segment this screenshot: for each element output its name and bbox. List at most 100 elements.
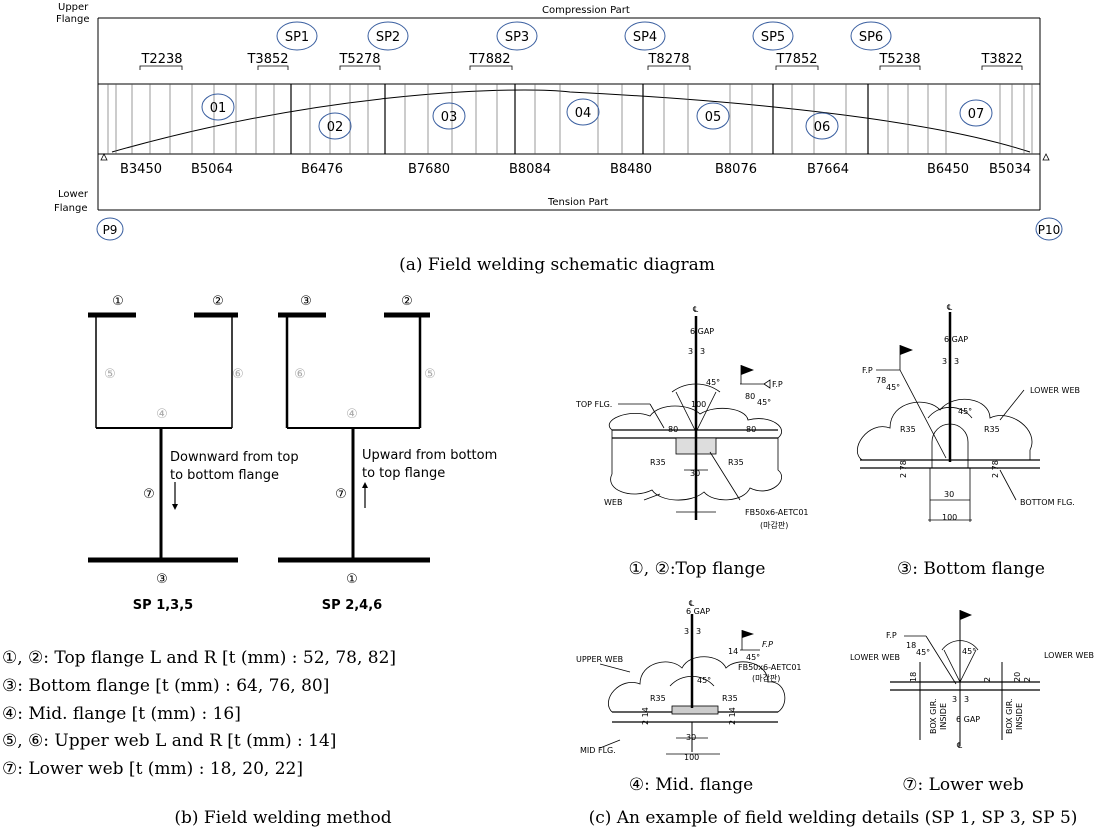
part-label: LOWER WEB — [1030, 386, 1080, 395]
splice-label: SP6 — [859, 30, 883, 45]
dim-text: R35 — [984, 425, 1000, 434]
part-marker: ③ — [300, 294, 312, 309]
part-marker: ⑤ — [424, 367, 436, 382]
splice-label: SP2 — [376, 30, 400, 45]
pier-label: P9 — [103, 223, 118, 237]
splice-label: SP5 — [761, 30, 785, 45]
dim-text: 80 — [745, 392, 755, 401]
dim-text: 2 14 — [728, 707, 737, 725]
dim-text: 3 — [684, 627, 689, 636]
upper-flange-label-1: Upper — [58, 2, 89, 13]
upper-flange-label-2: Flange — [56, 14, 90, 25]
caption-b: (b) Field welding method — [174, 808, 391, 828]
part-label: FB50x6-AETC01 — [738, 663, 802, 672]
part-label: BOX GIR. — [929, 698, 938, 734]
pier-label: P10 — [1038, 223, 1061, 237]
detail-caption: ④: Mid. flange — [629, 775, 753, 795]
legend-item: ④: Mid. flange [t (mm) : 16] — [2, 704, 241, 724]
segment-label: 07 — [968, 107, 985, 122]
dim-text: 80 — [668, 425, 678, 434]
part-label: BOTTOM FLG. — [1020, 498, 1075, 507]
dim-text: 45° — [916, 648, 930, 657]
dim-text: 30 — [690, 469, 700, 478]
dim-text: 45° — [886, 383, 900, 392]
splice-label: SP1 — [285, 30, 309, 45]
dim-text: 2 14 — [641, 707, 650, 725]
dim-text: 6 GAP — [686, 607, 710, 616]
centerline-mark: ℄ — [693, 305, 699, 314]
detail-top-flange — [609, 316, 783, 520]
bottom-thickness-label: B6476 — [301, 162, 343, 177]
welding-method-left: ① ② ⑤ ⑥ ④ ⑦ ③ SP 1,3,5 Downward from top… — [88, 294, 299, 613]
dim-text: R35 — [900, 425, 916, 434]
part-label: (마감판) — [752, 673, 780, 683]
part-label: TOP FLG. — [575, 400, 612, 409]
dim-text: 2 — [983, 677, 992, 682]
dim-text: 6 GAP — [956, 715, 980, 724]
fp-text: F.P — [772, 380, 783, 389]
dim-text: R35 — [650, 458, 666, 467]
top-thickness-label: T8278 — [647, 52, 689, 67]
dim-text: 18 — [906, 641, 916, 650]
sp-group-label: SP 1,3,5 — [133, 598, 193, 613]
bottom-thickness-label: B8076 — [715, 162, 757, 177]
part-label: LOWER WEB — [1044, 651, 1094, 660]
dim-text: 20 — [1013, 672, 1022, 682]
dim-text: 30 — [944, 490, 954, 499]
dim-text: 78 — [876, 376, 886, 385]
detail-caption: ⑦: Lower web — [902, 775, 1024, 795]
compression-label: Compression Part — [542, 5, 630, 16]
top-thickness-label: T3822 — [980, 52, 1022, 67]
part-label: INSIDE — [939, 703, 948, 730]
bottom-thickness-label: B7664 — [807, 162, 849, 177]
part-marker: ④ — [346, 407, 358, 422]
dim-text: 6 GAP — [690, 327, 714, 336]
dim-text: 45° — [958, 407, 972, 416]
legend-item: ③: Bottom flange [t (mm) : 64, 76, 80] — [2, 676, 329, 696]
part-marker: ⑥ — [294, 367, 306, 382]
part-label: BOX GIR. — [1005, 698, 1014, 734]
dim-text: 3 — [696, 627, 701, 636]
bottom-thickness-label: B5034 — [989, 162, 1031, 177]
segment-label: 01 — [210, 101, 227, 116]
lower-flange-label-2: Flange — [54, 203, 88, 214]
detail-bottom-flange — [856, 312, 1040, 522]
direction-text: Downward from top — [170, 450, 299, 465]
direction-text: to top flange — [362, 466, 445, 481]
part-label: WEB — [604, 498, 622, 507]
detail-lower-web — [890, 610, 1040, 746]
bottom-thickness-label: B6450 — [927, 162, 969, 177]
segment-label: 04 — [575, 106, 592, 121]
dim-text: 6 GAP — [944, 335, 968, 344]
detail-caption: ①, ②:Top flange — [629, 559, 766, 579]
dim-text: R35 — [722, 694, 738, 703]
schematic-diagram — [96, 17, 1063, 241]
legend-item: ⑦: Lower web [t (mm) : 18, 20, 22] — [2, 759, 303, 779]
direction-text: to bottom flange — [170, 468, 279, 483]
dim-text: 18 — [909, 672, 918, 682]
part-legend: ①, ②: Top flange L and R [t (mm) : 52, 7… — [2, 648, 396, 779]
top-thickness-label: T5238 — [878, 52, 920, 67]
dim-text: 100 — [684, 753, 699, 762]
segment-label: 02 — [327, 120, 344, 135]
bottom-thickness-label: B5064 — [191, 162, 233, 177]
segment-label: 05 — [705, 110, 722, 125]
part-marker: ⑦ — [143, 487, 155, 502]
bottom-thickness-label: B8084 — [509, 162, 551, 177]
part-label: MID FLG. — [580, 746, 616, 755]
dim-text: 14 — [728, 647, 738, 656]
legend-item: ①, ②: Top flange L and R [t (mm) : 52, 7… — [2, 648, 396, 668]
part-marker: ② — [401, 294, 413, 309]
fp-text: F.P — [762, 640, 773, 649]
dim-text: 45° — [746, 653, 760, 662]
segment-label: 03 — [441, 110, 458, 125]
part-label: INSIDE — [1015, 703, 1024, 730]
dim-text: 100 — [942, 513, 957, 522]
fp-text: F.P — [886, 631, 897, 640]
caption-c: (c) An example of field welding details … — [589, 808, 1078, 828]
dim-text: 45° — [757, 398, 771, 407]
dim-text: 30 — [686, 733, 696, 742]
part-marker: ② — [212, 294, 224, 309]
top-thickness-label: T7852 — [775, 52, 817, 67]
part-marker: ③ — [156, 572, 168, 587]
